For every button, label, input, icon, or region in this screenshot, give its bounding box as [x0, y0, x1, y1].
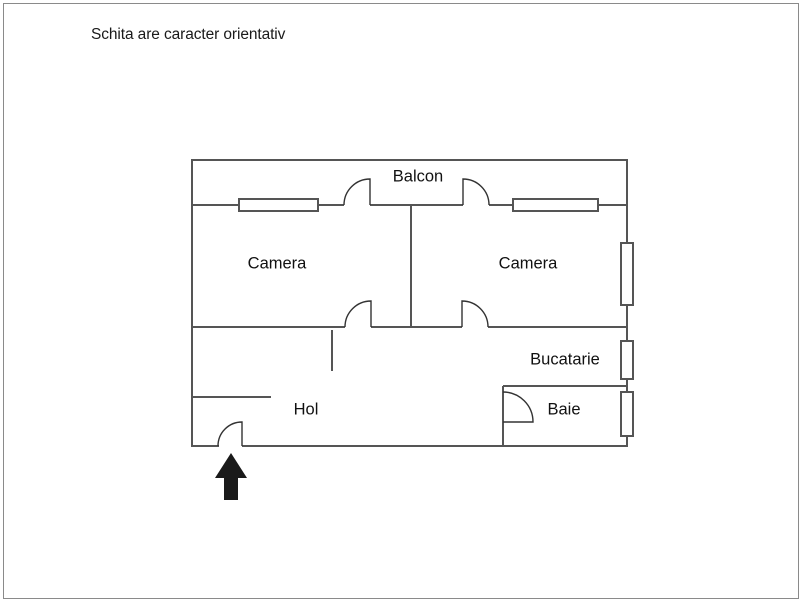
- window-baie-east: [620, 391, 634, 437]
- door-balcony-right: [462, 178, 490, 206]
- room-label-hol: Hol: [294, 400, 319, 418]
- page-title: Schita are caracter orientativ: [91, 26, 286, 43]
- room-label-baie: Baie: [547, 400, 580, 418]
- entrance-arrow: [215, 453, 247, 500]
- door-balcony-left: [343, 178, 371, 206]
- room-labels-group: Balcon Camera Camera Bucatarie Baie Hol: [248, 167, 600, 418]
- door-camera-right: [461, 300, 489, 328]
- door-entrance: [217, 421, 243, 447]
- room-label-balcon: Balcon: [393, 167, 443, 185]
- window-camera-right-east: [620, 242, 634, 306]
- entrance-arrow-shape: [215, 453, 247, 500]
- entrance-opening-mask: [219, 443, 242, 449]
- door-baie: [502, 391, 534, 423]
- windows-group: [238, 198, 634, 437]
- doors-group: [217, 178, 534, 447]
- window-balcony-left: [238, 198, 319, 212]
- room-label-camera-left: Camera: [248, 254, 308, 272]
- room-label-bucatarie: Bucatarie: [530, 350, 600, 368]
- room-label-camera-right: Camera: [499, 254, 559, 272]
- door-camera-left: [344, 300, 372, 328]
- window-bucatarie-east: [620, 340, 634, 380]
- window-balcony-right: [512, 198, 599, 212]
